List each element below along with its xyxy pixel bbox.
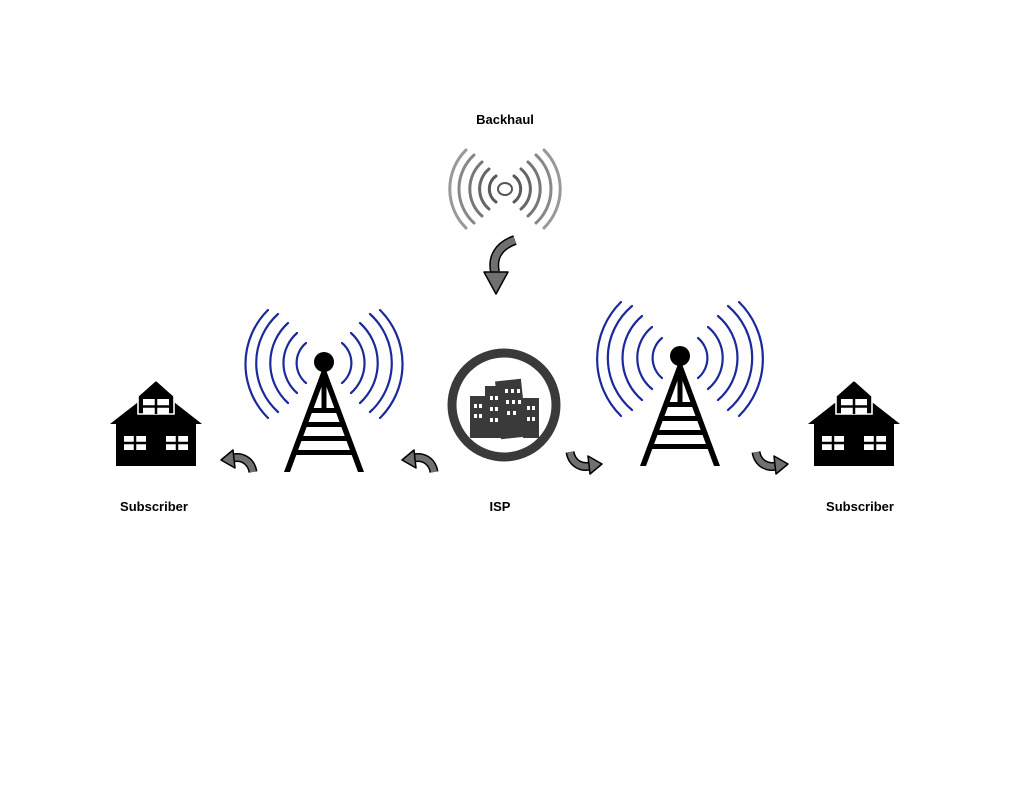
left-tower-icon [244, 308, 404, 472]
backhaul-label: Backhaul [476, 112, 534, 127]
right-subscriber-label: Subscriber [826, 499, 894, 514]
right-tower-icon [596, 300, 764, 466]
backhaul-to-isp-arrow [483, 235, 517, 295]
isp-to-left-tower-arrow [402, 450, 434, 472]
left-subscriber-label: Subscriber [120, 499, 188, 514]
right-tower-to-subscriber-arrow [756, 452, 788, 474]
right-subscriber-house-icon [806, 378, 902, 468]
isp-city-icon [447, 348, 561, 462]
left-tower-to-subscriber-arrow [221, 450, 253, 472]
left-subscriber-house-icon [108, 378, 204, 468]
backhaul-signal-icon [448, 148, 562, 230]
isp-label: ISP [489, 499, 511, 514]
isp-to-right-tower-arrow [570, 452, 602, 474]
